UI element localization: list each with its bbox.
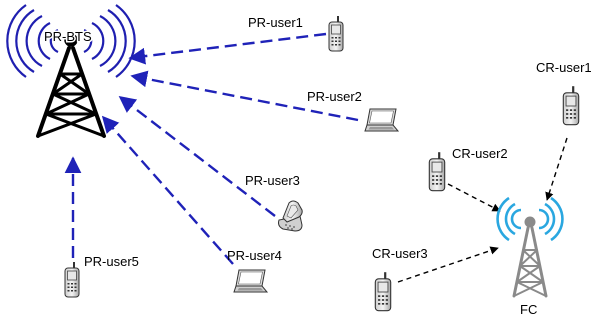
pr-user3-node: PR-user3 — [245, 173, 303, 232]
mobile-phone-icon — [374, 272, 392, 312]
mobile-phone-icon — [328, 16, 344, 52]
pr-user1-node: PR-user1 — [248, 15, 344, 52]
link-pr-user4 — [101, 115, 234, 265]
mobile-phone-icon — [562, 86, 580, 126]
pr-user5-label: PR-user5 — [84, 254, 139, 269]
cr-user3-label: CR-user3 — [372, 246, 428, 261]
pr-links — [64, 32, 359, 265]
pr-user1-label: PR-user1 — [248, 15, 303, 30]
cr-user2-node: CR-user2 — [428, 146, 508, 192]
pr-user3-label: PR-user3 — [245, 173, 300, 188]
pr-user5-node: PR-user5 — [64, 254, 139, 298]
cr-user3-node: CR-user3 — [372, 246, 428, 312]
radio-tower-icon — [36, 33, 106, 138]
mobile-phone-icon — [428, 152, 446, 192]
pr-bts-label: PR-BTS — [44, 29, 92, 44]
link-cr-user2 — [447, 183, 501, 212]
pr-user4-node: PR-user4 — [227, 248, 282, 293]
cr-links — [397, 137, 568, 283]
fc-label: FC — [520, 302, 537, 317]
fc-waves — [496, 196, 564, 242]
pr-bts-waves — [6, 4, 136, 78]
fc-tower: FC — [496, 196, 564, 317]
cr-user1-label: CR-user1 — [536, 60, 592, 75]
cr-user2-label: CR-user2 — [452, 146, 508, 161]
laptop-icon — [364, 108, 399, 132]
flip-phone-icon — [278, 200, 303, 232]
cr-user1-node: CR-user1 — [536, 60, 592, 126]
pr-bts-tower: PR-BTS — [6, 4, 136, 138]
pr-user2-label: PR-user2 — [307, 89, 362, 104]
pr-user4-label: PR-user4 — [227, 248, 282, 263]
laptop-icon — [233, 269, 268, 293]
link-cr-user1 — [545, 137, 568, 201]
mobile-phone-icon — [64, 262, 80, 298]
radio-tower-icon — [512, 216, 548, 298]
pr-user2-node: PR-user2 — [307, 89, 399, 132]
link-pr-user1 — [128, 32, 327, 65]
link-pr-user2 — [130, 70, 359, 122]
link-pr-user3 — [118, 95, 276, 217]
